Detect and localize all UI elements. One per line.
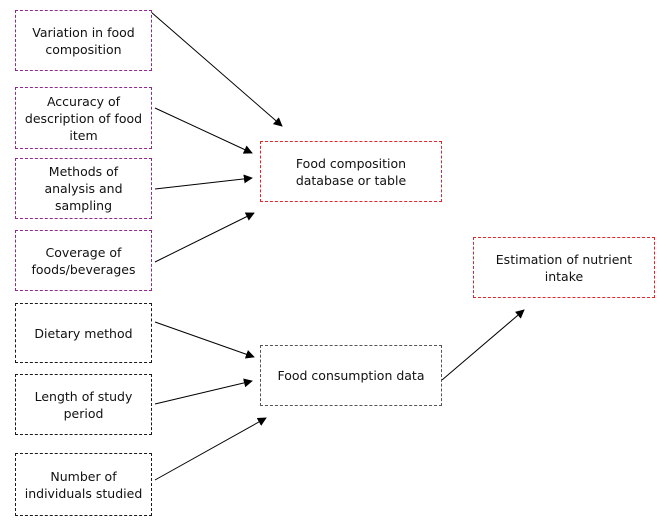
factor-dietary-label: Dietary method <box>34 325 133 341</box>
factor-individuals-label: Number of individuals studied <box>24 468 143 501</box>
factor-variation-label: Variation in food composition <box>32 24 135 57</box>
arrow-consumption-to-estimation <box>441 309 525 381</box>
food-composition-label: Food composition database or table <box>295 155 407 188</box>
factor-methods-label: Methods of analysis and sampling <box>44 164 123 213</box>
arrow-accuracy-to-composition <box>154 107 253 154</box>
arrow-length-to-consumption <box>154 378 253 405</box>
estimation-box: Estimation of nutrient intake <box>473 237 655 298</box>
factor-variation-box: Variation in food composition <box>15 10 152 71</box>
factor-dietary-box: Dietary method <box>15 303 152 363</box>
estimation-label: Estimation of nutrient intake <box>495 251 633 284</box>
factor-accuracy-label: Accuracy of description of food item <box>24 93 143 143</box>
arrow-individuals-to-consumption <box>154 417 267 481</box>
factor-methods-box: Methods of analysis and sampling <box>15 158 152 219</box>
arrow-dietary-to-consumption <box>154 321 255 359</box>
food-composition-box: Food composition database or table <box>260 141 442 202</box>
arrow-coverage-to-composition <box>154 212 255 263</box>
arrow-variation-to-composition <box>150 11 283 127</box>
factor-length-box: Length of study period <box>15 374 152 435</box>
factor-coverage-box: Coverage of foods/beverages <box>15 230 152 291</box>
factor-coverage-label: Coverage of foods/beverages <box>31 244 136 277</box>
arrow-methods-to-composition <box>154 174 253 190</box>
factor-length-label: Length of study period <box>34 388 133 421</box>
food-consumption-label: Food consumption data <box>277 368 425 383</box>
food-consumption-box: Food consumption data <box>260 345 442 406</box>
factor-accuracy-box: Accuracy of description of food item <box>15 87 152 149</box>
factor-individuals-box: Number of individuals studied <box>15 453 152 516</box>
